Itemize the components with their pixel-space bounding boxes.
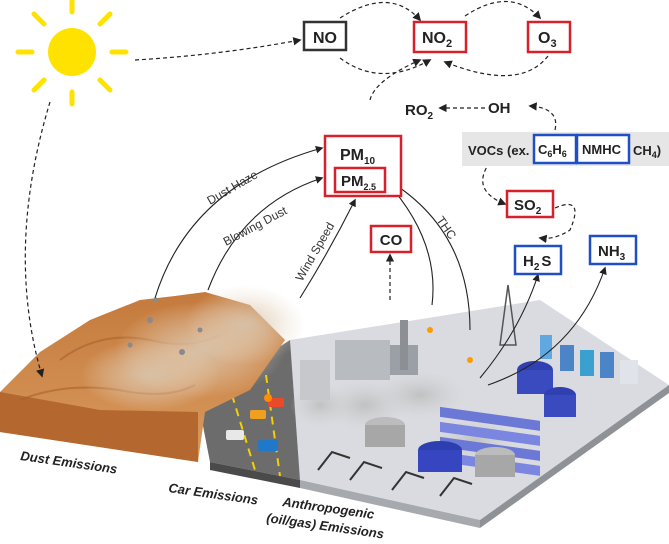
industrial-plant [264,284,638,497]
svg-text:RO2: RO2 [405,102,434,122]
species-co: CO [369,224,413,254]
dust-cloud [80,285,305,411]
svg-text:PM2.5: PM2.5 [341,173,376,192]
car-emissions-label: Car Emissions [168,480,260,507]
svg-text:O3: O3 [538,30,557,50]
pm10-label: PM [340,147,364,164]
pm10-subscript: 10 [364,156,376,167]
svg-text:SO2: SO2 [514,197,542,217]
species-oh: OH [488,100,511,117]
species-o3: O3 [526,20,572,54]
svg-text:NH3: NH3 [598,243,626,263]
species-ro2: RO2 [405,102,434,122]
vocs-group: VOCs (ex. C6H6 NMHC CH4) [462,132,669,166]
o3-subscript: 3 [550,38,556,50]
blowing-dust-label: Blowing Dust [221,203,290,249]
h2s-h: H [523,253,534,270]
dust-emissions-label: Dust Emissions [20,448,119,476]
svg-text:C6H6: C6H6 [538,142,567,159]
no2-subscript: 2 [446,38,452,50]
nmhc-label: NMHC [582,142,622,157]
svg-text:H2S: H2S [523,253,551,273]
oh-label: OH [488,100,511,117]
c6h6-c: C [538,142,548,157]
pm25-label: PM [341,173,364,190]
ro2-label: RO [405,102,428,119]
co-label: CO [380,232,403,249]
no-label: NO [313,30,337,47]
vocs-label: VOCs (ex. [468,143,529,158]
svg-text:PM10: PM10 [340,147,376,167]
car-road [226,398,284,451]
so2-subscript: 2 [536,206,542,217]
species-pm: PM10 PM2.5 [323,134,403,198]
ch4-label: CH [633,143,652,158]
species-no: NO [302,20,348,52]
species-so2: SO2 [505,189,555,219]
svg-text:NO2: NO2 [422,30,452,50]
no2-label: NO [422,30,446,47]
sun-icon [15,0,129,107]
thc-label: THC [434,214,460,243]
species-nh3: NH3 [588,234,638,266]
species-no2: NO2 [412,20,468,54]
ro2-subscript: 2 [428,111,434,122]
svg-text:CH4): CH4) [633,143,661,160]
nh3-label: NH [598,243,620,260]
pm25-subscript: 2.5 [364,182,377,192]
o3-label: O [538,30,550,47]
dust-haze-label: Dust Haze [205,167,261,207]
so2-label: SO [514,197,536,214]
